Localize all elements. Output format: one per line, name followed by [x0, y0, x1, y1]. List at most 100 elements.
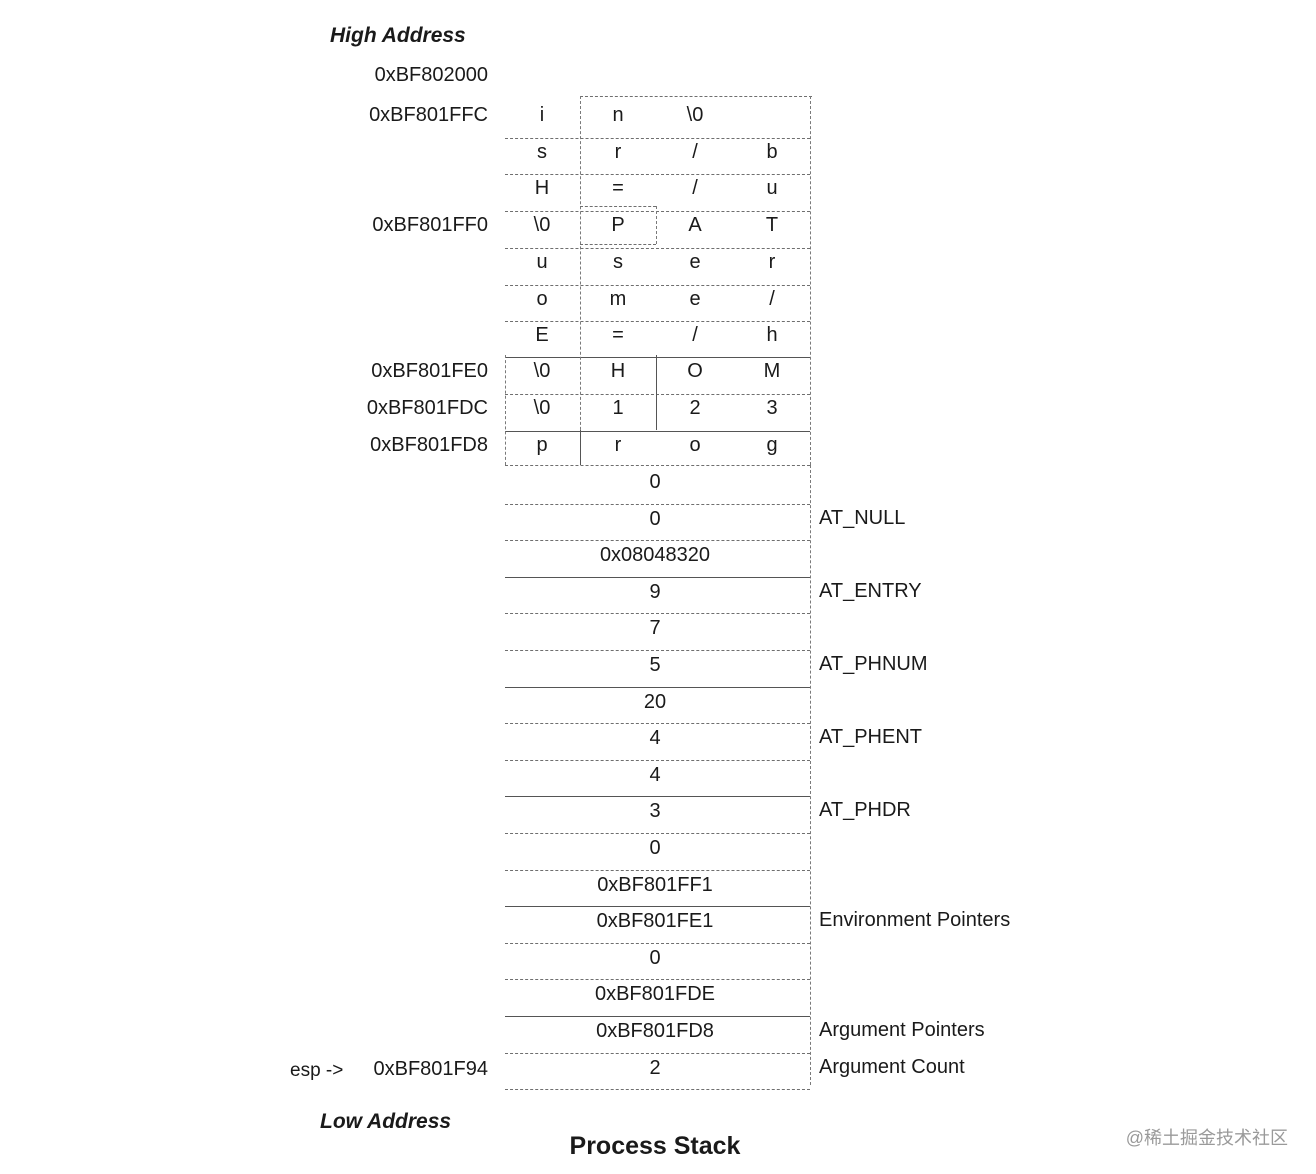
stack-char-cell: /: [692, 177, 698, 199]
stack-char-cell: 2: [689, 397, 701, 419]
stack-char-cell: \0: [533, 214, 551, 236]
memory-address: 0xBF801FDC: [366, 397, 488, 419]
stack-word-cell: 0xBF801FDE: [594, 983, 716, 1006]
stack-char-cell: /: [769, 288, 775, 310]
grid-line: [505, 540, 810, 542]
grid-line: [505, 650, 810, 651]
grid-line: [505, 979, 810, 981]
grid-line: [505, 431, 810, 432]
stack-char-cell: =: [612, 324, 624, 346]
stack-char-cell: r: [614, 434, 622, 456]
stack-char-cell: \0: [686, 104, 704, 126]
grid-line: [505, 1089, 810, 1091]
grid-line: [505, 723, 810, 725]
high-address-heading: High Address: [330, 24, 466, 47]
stack-entry-label: Argument Count: [819, 1055, 965, 1078]
memory-address: 0xBF801FE0: [371, 360, 488, 382]
stack-entry-label: Argument Pointers: [819, 1019, 985, 1041]
stack-char-cell: \0: [533, 397, 551, 419]
grid-line: [505, 355, 506, 465]
esp-pointer-label: esp ->: [290, 1060, 344, 1081]
stack-word-cell: 0xBF801FD8: [596, 1020, 714, 1042]
stack-char-cell: O: [687, 360, 703, 382]
grid-line: [656, 355, 657, 430]
stack-word-cell: 0xBF801FE1: [596, 910, 714, 933]
stack-entry-label: AT_PHENT: [819, 726, 922, 749]
stack-word-cell: 2: [649, 1056, 661, 1079]
grid-line: [505, 394, 810, 395]
memory-address: 0xBF801FFC: [369, 104, 488, 126]
stack-word-cell: 20: [643, 690, 667, 713]
address-column: 0xBF802000 0xBF801FFC 0xBF801FF0 0xBF801FE0…: [200, 0, 488, 1174]
stack-char-cell: =: [612, 177, 624, 199]
memory-address: 0xBF801FD8: [370, 434, 488, 456]
stack-char-cell: 3: [766, 397, 778, 419]
stack-char-cell: n: [612, 104, 624, 126]
stack-entry-label: AT_NULL: [819, 506, 906, 529]
stack-word-cell: 0: [649, 946, 661, 969]
stack-char-cell: p: [536, 434, 548, 456]
grid-line: [505, 1016, 810, 1017]
stack-char-cell: M: [763, 360, 781, 382]
grid-line: [656, 206, 657, 244]
grid-line: [810, 465, 811, 1085]
stack-char-cell: o: [689, 434, 701, 456]
stack-word-cell: 4: [649, 727, 661, 750]
low-address-heading: Low Address: [320, 1110, 452, 1133]
grid-line: [505, 321, 810, 322]
memory-address: 0xBF801F94: [373, 1058, 488, 1080]
stack-char-cell: r: [614, 141, 622, 163]
grid-line: [505, 248, 810, 249]
stack-char-cell: b: [766, 141, 778, 163]
stack-char-cell: h: [766, 324, 778, 346]
stack-char-cell: s: [613, 251, 623, 273]
grid-line: [580, 96, 812, 97]
stack-char-cell: /: [692, 324, 698, 346]
stack-entry-label: AT_ENTRY: [819, 579, 922, 602]
grid-line: [505, 686, 810, 688]
grid-line: [580, 430, 581, 465]
stack-char-cell: P: [611, 214, 625, 236]
stack-char-cell: 1: [612, 397, 624, 419]
grid-line: [810, 96, 811, 465]
stack-entry-label: AT_PHDR: [819, 799, 911, 822]
grid-line: [505, 833, 810, 834]
stack-word-cell: 0: [649, 837, 661, 859]
grid-line: [505, 759, 810, 761]
grid-line: [580, 206, 656, 207]
stack-char-cell: e: [689, 288, 701, 310]
stack-word-cell: 5: [649, 654, 661, 676]
grid-line: [505, 211, 810, 212]
stack-char-cell: s: [537, 141, 547, 163]
memory-address: 0xBF802000: [374, 64, 488, 86]
grid-line: [505, 465, 810, 466]
stack-char-cell: r: [768, 251, 776, 273]
stack-char-cell: m: [609, 288, 627, 310]
grid-line: [505, 138, 810, 139]
stack-char-cell: o: [536, 288, 548, 310]
stack-char-cell: T: [765, 214, 779, 236]
grid-line: [505, 576, 810, 578]
stack-word-cell: 4: [649, 763, 661, 786]
memory-address: 0xBF801FF0: [372, 214, 488, 236]
watermark: @稀土掘金技术社区: [1125, 1128, 1288, 1148]
diagram-title: Process Stack: [569, 1132, 741, 1160]
grid-line: [505, 174, 810, 175]
stack-char-cell: /: [692, 141, 698, 163]
grid-line: [580, 244, 656, 245]
stack-entry-label: AT_PHNUM: [819, 653, 928, 675]
stack-word-cell: 0xBF801FF1: [597, 873, 713, 896]
grid-line: [505, 942, 810, 944]
grid-line: [505, 869, 810, 871]
grid-line: [505, 613, 810, 615]
stack-word-cell: 7: [649, 617, 661, 640]
grid-line: [505, 357, 810, 358]
stack-char-cell: u: [536, 251, 548, 273]
grid-line: [505, 906, 810, 908]
grid-line: [505, 796, 810, 798]
grid-line: [580, 96, 581, 465]
stack-char-cell: e: [689, 251, 701, 273]
stack-word-cell: 9: [649, 580, 661, 603]
grid-line: [505, 1052, 810, 1054]
